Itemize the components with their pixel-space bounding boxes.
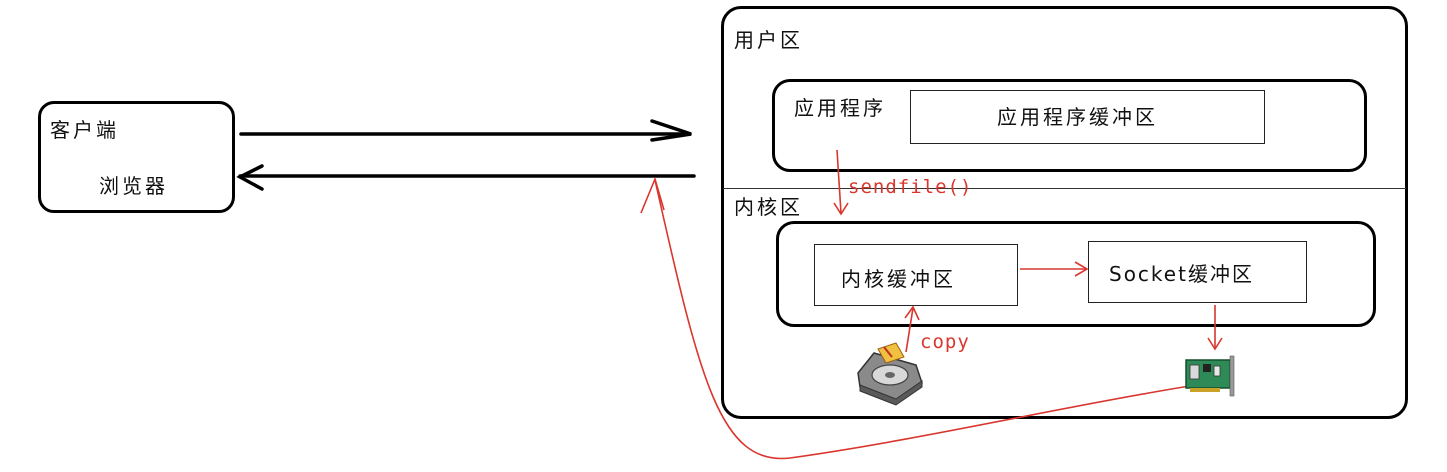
application-label: 应用程序 (794, 96, 886, 120)
kernel-buffer-label: 内核缓冲区 (841, 267, 956, 291)
user-space-label: 用户区 (734, 28, 803, 52)
request-arrow (239, 119, 692, 142)
response-arrow (236, 164, 696, 191)
buffer-to-socket-arrow (1020, 261, 1089, 277)
socket-to-nic-arrow (1207, 305, 1223, 351)
client-label: 客户端 (50, 118, 119, 142)
sendfile-label: sendfile() (848, 176, 973, 198)
socket-buffer-label: Socket缓冲区 (1109, 262, 1254, 286)
copy-label: copy (920, 331, 970, 353)
kernel-space-label: 内核区 (734, 195, 803, 219)
nic-to-client-curve (640, 176, 1191, 460)
kernel-buffer-box: 内核缓冲区 (814, 244, 1018, 306)
client-box: 客户端 浏览器 (38, 101, 235, 213)
user-kernel-divider (723, 188, 1406, 189)
network-card-icon (1185, 355, 1235, 397)
copy-arrow (904, 305, 920, 353)
server-box (721, 6, 1408, 419)
app-buffer-box: 应用程序缓冲区 (910, 90, 1265, 144)
browser-label: 浏览器 (99, 174, 168, 198)
hard-disk-icon (857, 342, 923, 406)
socket-buffer-box: Socket缓冲区 (1088, 241, 1307, 303)
app-buffer-label: 应用程序缓冲区 (997, 105, 1158, 129)
sendfile-arrow (833, 149, 849, 216)
